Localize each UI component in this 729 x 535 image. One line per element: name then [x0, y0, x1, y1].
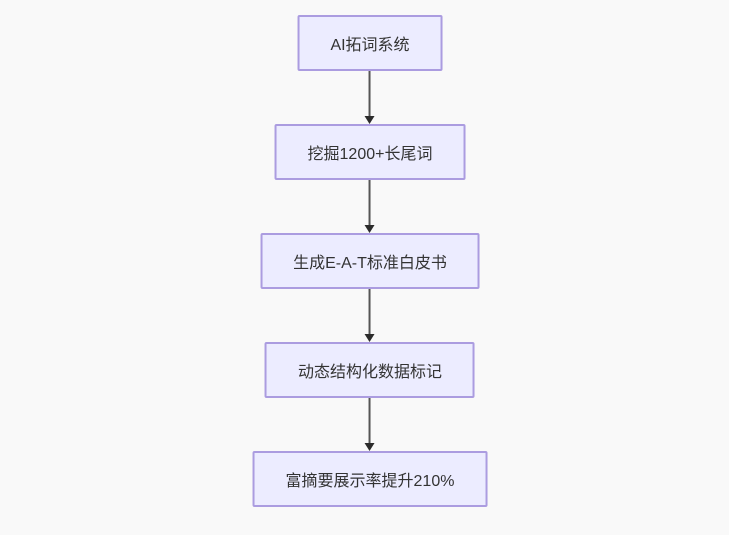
- arrowhead-down-icon: [365, 334, 375, 342]
- flow-node-label: 动态结构化数据标记: [297, 364, 442, 381]
- arrowhead-down-icon: [365, 116, 375, 124]
- flow-node-ai-word-expansion-system: AI拓词系统: [297, 15, 443, 71]
- flow-edge-a-b: [364, 71, 376, 124]
- flow-node-label: AI拓词系统: [330, 37, 410, 54]
- flow-edge-b-c: [364, 180, 376, 233]
- flow-node-label: 挖掘1200+长尾词: [307, 146, 433, 163]
- flow-node-mine-longtail-keywords: 挖掘1200+长尾词: [274, 124, 466, 180]
- arrowhead-down-icon: [365, 225, 375, 233]
- flow-node-label: 生成E-A-T标准白皮书: [293, 255, 447, 272]
- arrow-shaft: [369, 71, 371, 116]
- flow-edge-c-d: [364, 289, 376, 342]
- flow-node-rich-snippet-rate-increase: 富摘要展示率提升210%: [252, 451, 488, 507]
- flowchart-column: AI拓词系统 挖掘1200+长尾词 生成E-A-T标准白皮书 动态结构化数据标记: [252, 15, 488, 507]
- arrow-shaft: [369, 398, 371, 443]
- arrow-shaft: [369, 180, 371, 225]
- flow-node-generate-eat-whitepaper: 生成E-A-T标准白皮书: [260, 233, 480, 289]
- arrowhead-down-icon: [365, 443, 375, 451]
- flow-edge-d-e: [364, 398, 376, 451]
- flow-node-label: 富摘要展示率提升210%: [285, 473, 455, 490]
- flow-node-dynamic-structured-data-markup: 动态结构化数据标记: [264, 342, 475, 398]
- arrow-shaft: [369, 289, 371, 334]
